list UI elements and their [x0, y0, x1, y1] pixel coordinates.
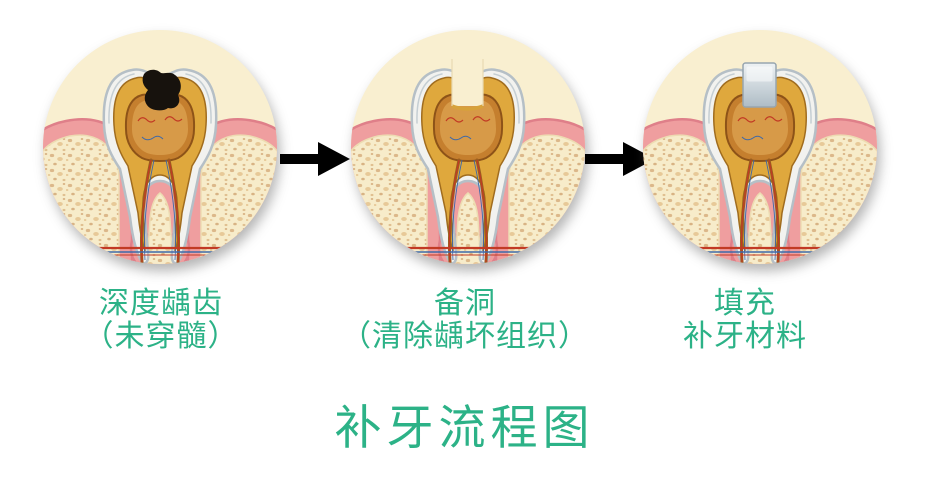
step-label-line: 填充 — [714, 287, 776, 320]
step-label-cavity-preparation: 备洞 （清除龋坏组织） — [315, 287, 615, 353]
step-label-filling: 填充 补牙材料 — [625, 287, 865, 353]
step-label-line: （清除龋坏组织） — [341, 320, 589, 353]
step-label-line: 补牙材料 — [683, 320, 807, 353]
step-label-line: 备洞 — [434, 287, 496, 320]
tooth-illustration-deep-caries — [30, 17, 290, 277]
step-label-line: （未穿髓） — [83, 320, 239, 353]
tooth-illustration-filled — [630, 17, 890, 277]
step-label-deep-caries: 深度龋齿 （未穿髓） — [16, 287, 306, 353]
step-label-line: 深度龋齿 — [99, 287, 223, 320]
diagram-title: 补牙流程图 — [334, 401, 595, 454]
tooth-illustration-prepared-cavity — [338, 17, 598, 277]
